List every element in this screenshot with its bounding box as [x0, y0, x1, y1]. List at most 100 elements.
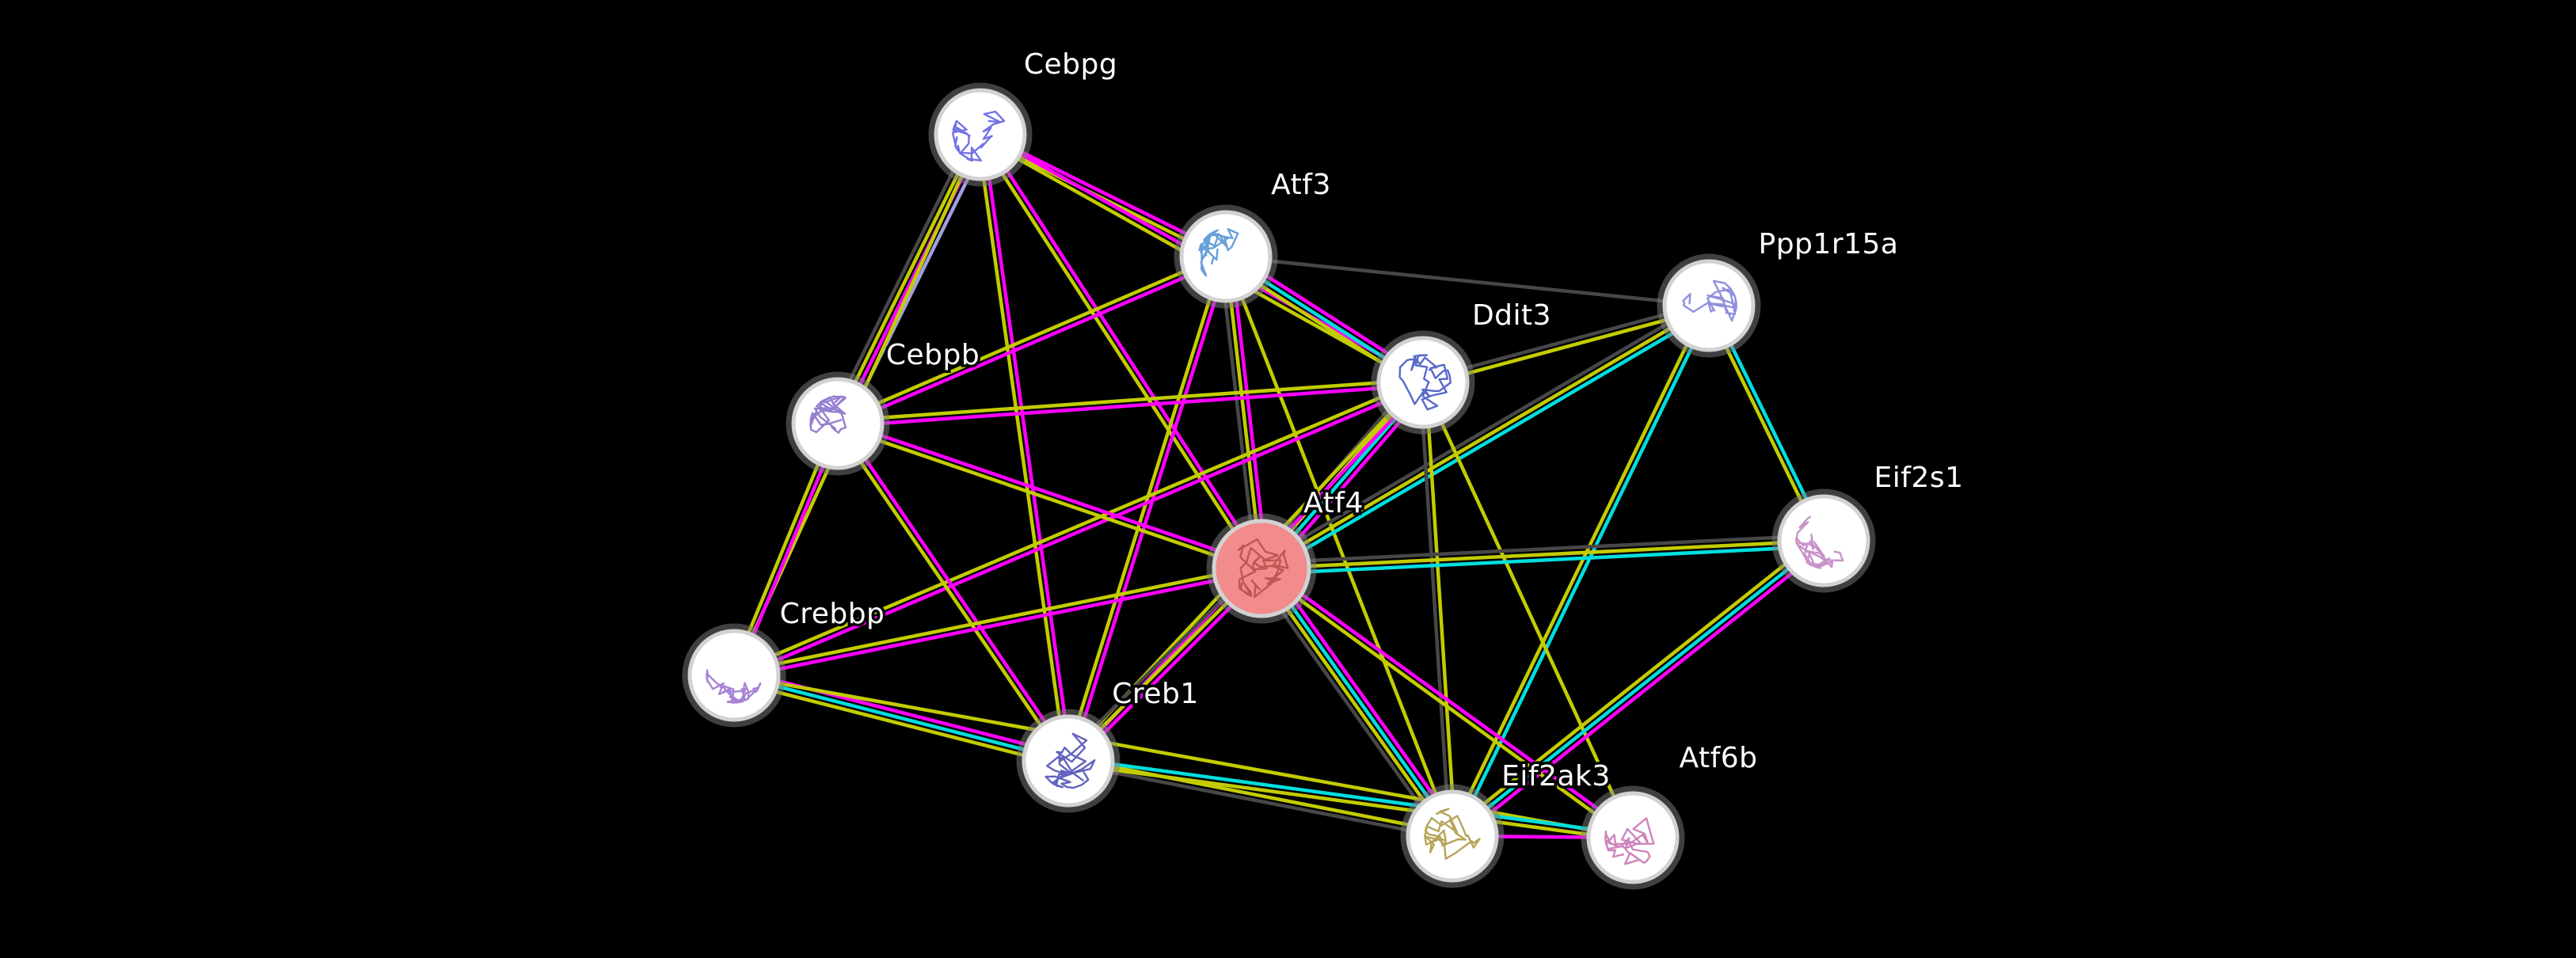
edge-ppp1r15a-eif2ak3[interactable] [1448, 302, 1714, 839]
structure-thumbnail-eif2s1 [1795, 515, 1844, 569]
edge-line-textmining [833, 131, 980, 424]
structure-thumbnail-crebbp [706, 669, 762, 704]
structure-thumbnail-cebpg [952, 110, 1006, 162]
edge-line-textmining [1424, 380, 1457, 838]
node-creb1[interactable] [1016, 709, 1121, 813]
structure-thumbnail-ppp1r15a [1682, 279, 1737, 322]
node-label-ppp1r15a: Ppp1r15a [1759, 228, 1899, 260]
edge-eif2s1-atf4[interactable] [1259, 533, 1826, 576]
node-cebpb[interactable] [786, 371, 890, 476]
edge-cebpg-atf4[interactable] [976, 131, 1266, 572]
node-circle [1586, 791, 1680, 884]
edge-line-textmining [976, 133, 1067, 763]
node-halo [1657, 253, 1761, 358]
node-eif2ak3[interactable] [1400, 784, 1505, 888]
edge-line-textmining [1258, 568, 1634, 842]
node-circle [1376, 336, 1470, 429]
edge-ddit3-crebbp[interactable] [731, 378, 1426, 680]
node-halo [928, 82, 1033, 187]
edge-line-experiments [733, 382, 1426, 680]
edge-line-textmining [731, 679, 1069, 769]
edge-line-databases [1450, 538, 1826, 838]
node-atf3[interactable] [1174, 204, 1278, 309]
edge-cebpb-atf4[interactable] [835, 419, 1265, 573]
edge-atf3-ppp1r15a[interactable] [1223, 254, 1711, 308]
node-halo [1581, 785, 1685, 890]
node-ppp1r15a[interactable] [1657, 253, 1761, 358]
edge-line-databases [1262, 308, 1714, 576]
node-halo [1400, 784, 1505, 888]
edge-line-experiments [980, 131, 1266, 569]
edge-line-experiments [1266, 561, 1461, 834]
edge-line-textmining [1259, 538, 1826, 571]
edge-ddit3-eif2ak3[interactable] [1418, 380, 1457, 838]
node-label-cebpg: Cebpg [1024, 48, 1117, 81]
structure-thumbnail-ddit3 [1398, 354, 1452, 411]
node-halo [1206, 513, 1317, 624]
edge-line-textmining [1259, 303, 1711, 571]
node-ddit3[interactable] [1371, 330, 1475, 435]
node-label-eif2ak3: Eif2ak3 [1501, 760, 1611, 793]
node-label-atf3: Atf3 [1271, 169, 1331, 201]
edge-line-textmining [976, 134, 1261, 572]
node-halo [682, 623, 786, 728]
edge-line-databases [1067, 756, 1635, 837]
structure-thumbnail-creb1 [1044, 732, 1096, 789]
node-label-cebpb: Cebpb [886, 339, 980, 371]
edge-line-coexpression [1259, 533, 1825, 565]
edge-line-databases [732, 673, 1071, 763]
edge-line-experiments [835, 383, 1425, 428]
node-circle [1022, 714, 1115, 808]
node-label-crebbp: Crebbp [780, 598, 885, 630]
node-halo [786, 371, 890, 476]
node-circle [1777, 494, 1870, 587]
edge-line-coexpression [1223, 254, 1711, 308]
edge-line-textmining [835, 252, 1227, 424]
edge-atf4-atf6b[interactable] [1258, 564, 1637, 842]
node-circle [1179, 210, 1273, 303]
edge-ddit3-cebpb[interactable] [835, 378, 1425, 428]
node-atf4[interactable] [1206, 513, 1317, 624]
edge-line-textmining [1448, 302, 1709, 837]
edge-ddit3-atf6b[interactable] [1421, 380, 1635, 840]
edge-line-experiments [837, 257, 1229, 428]
node-label-creb1: Creb1 [1112, 678, 1199, 710]
structure-thumbnail-atf3 [1198, 228, 1239, 277]
edge-atf4-crebbp[interactable] [732, 564, 1264, 680]
edge-cebpg-creb1[interactable] [976, 132, 1073, 763]
edge-creb1-atf6b[interactable] [1066, 756, 1635, 842]
node-circle [1406, 789, 1499, 883]
node-atf6b[interactable] [1581, 785, 1685, 890]
edge-eif2s1-eif2ak3[interactable] [1447, 534, 1829, 842]
edge-ppp1r15a-atf4[interactable] [1257, 298, 1714, 576]
edge-line-experiments [981, 132, 1073, 762]
edges-layer [729, 129, 1829, 843]
edge-line-coexpression [1418, 380, 1452, 838]
node-cebpg[interactable] [928, 82, 1033, 187]
node-eif2s1[interactable] [1771, 489, 1876, 593]
edge-line-textmining [1447, 534, 1822, 834]
node-label-ddit3: Ddit3 [1472, 299, 1551, 332]
edge-line-experiments [838, 420, 1073, 762]
edge-line-databases [1260, 544, 1826, 576]
edge-cebpb-creb1[interactable] [833, 420, 1073, 765]
edge-line-textmining [1421, 380, 1635, 840]
structure-thumbnail-atf4 [1237, 538, 1289, 599]
node-label-atf4: Atf4 [1303, 487, 1364, 519]
node-halo [1771, 489, 1876, 593]
node-halo [1174, 204, 1278, 309]
node-halo [1016, 709, 1121, 813]
edge-line-experiments [1261, 564, 1637, 838]
edge-line-experiments [1454, 543, 1829, 842]
node-crebbp[interactable] [682, 623, 786, 728]
edge-atf3-cebpb[interactable] [835, 252, 1229, 428]
edge-line-textmining [835, 424, 1263, 573]
edge-line-textmining [833, 423, 1068, 765]
node-halo [1371, 330, 1475, 435]
edge-line-textmining [1064, 253, 1225, 762]
edge-line-experiments [836, 419, 1265, 568]
edge-atf3-eif2ak3[interactable] [1223, 254, 1455, 838]
edge-atf3-creb1[interactable] [1064, 253, 1231, 764]
